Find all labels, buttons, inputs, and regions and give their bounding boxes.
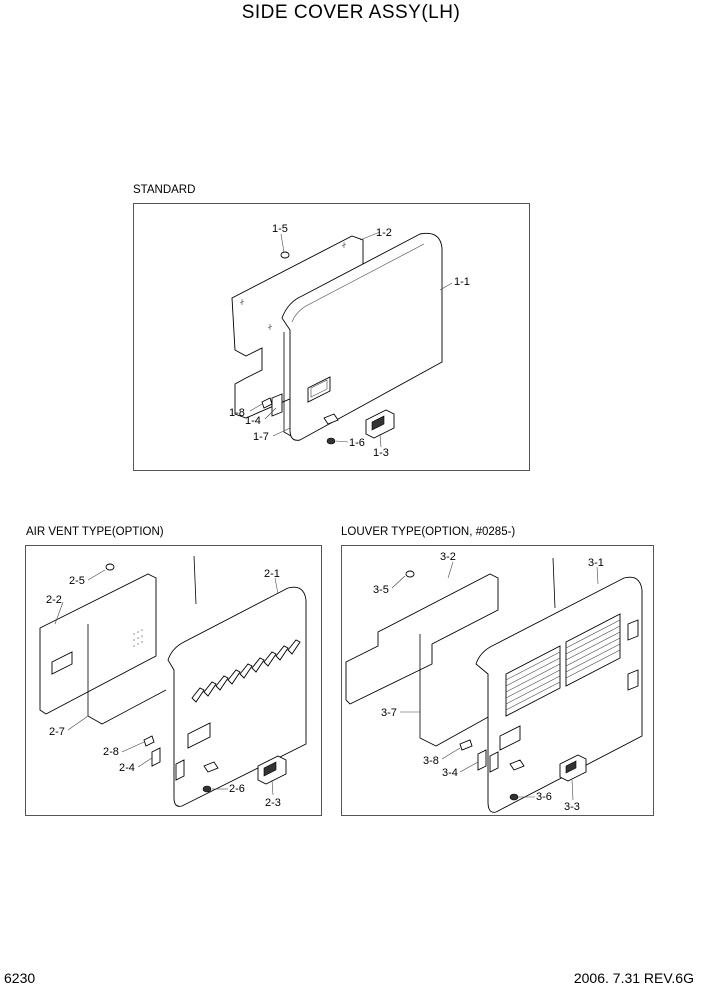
page-number: 6230 bbox=[4, 970, 36, 986]
callout-2-3: 2-3 bbox=[265, 797, 281, 809]
standard-drawing bbox=[231, 231, 453, 448]
callout-2-8: 2-8 bbox=[103, 746, 119, 758]
callout-3-1: 3-1 bbox=[588, 557, 604, 569]
section-label-standard: STANDARD bbox=[133, 184, 196, 196]
inner-panel-2-2 bbox=[39, 573, 157, 715]
callout-1-4: 1-4 bbox=[245, 415, 261, 427]
page-title: SIDE COVER ASSY(LH) bbox=[241, 2, 461, 23]
section-label-air-vent: AIR VENT TYPE(OPTION) bbox=[26, 526, 164, 538]
callout-1-8: 1-8 bbox=[229, 407, 245, 419]
callout-3-8: 3-8 bbox=[423, 755, 439, 767]
callout-1-5: 1-5 bbox=[272, 223, 288, 235]
callout-1-1: 1-1 bbox=[454, 276, 470, 288]
inner-panel-3-2 bbox=[345, 573, 499, 705]
callout-3-2: 3-2 bbox=[440, 551, 456, 563]
callout-3-6: 3-6 bbox=[536, 791, 552, 803]
louver-callouts: 3-5 3-2 3-1 3-7 3-8 3-4 3-6 3-3 bbox=[373, 551, 604, 813]
callout-2-6: 2-6 bbox=[229, 783, 245, 795]
air-vent-drawing bbox=[39, 555, 307, 807]
air-vent-callouts: 2-5 2-2 2-1 2-7 2-8 2-4 2-6 2-3 bbox=[46, 568, 281, 809]
date-revision: 2006. 7.31 REV.6G bbox=[573, 970, 694, 986]
callout-2-5: 2-5 bbox=[69, 575, 85, 587]
section-label-louver: LOUVER TYPE(OPTION, #0285-) bbox=[341, 526, 516, 538]
callout-3-3: 3-3 bbox=[564, 801, 580, 813]
callout-1-3: 1-3 bbox=[373, 447, 389, 459]
standard-frame bbox=[133, 203, 530, 471]
louver-frame bbox=[341, 545, 654, 816]
air-vent-frame bbox=[25, 545, 322, 816]
callout-1-6: 1-6 bbox=[349, 437, 365, 449]
callout-1-2: 1-2 bbox=[376, 227, 392, 239]
callout-2-4: 2-4 bbox=[119, 762, 135, 774]
callout-1-7: 1-7 bbox=[253, 431, 269, 443]
louver-drawing bbox=[345, 557, 643, 813]
callout-2-7: 2-7 bbox=[49, 726, 65, 738]
outer-panel-2-1 bbox=[167, 586, 307, 807]
callout-2-1: 2-1 bbox=[264, 568, 280, 580]
callout-3-5: 3-5 bbox=[373, 584, 389, 596]
callout-2-2: 2-2 bbox=[46, 594, 62, 606]
standard-callouts: 1-5 1-2 1-1 1-8 1-4 1-7 1-6 1-3 bbox=[229, 223, 470, 459]
callout-3-7: 3-7 bbox=[381, 707, 397, 719]
callout-3-4: 3-4 bbox=[442, 767, 458, 779]
outer-panel-3-1 bbox=[475, 576, 643, 813]
